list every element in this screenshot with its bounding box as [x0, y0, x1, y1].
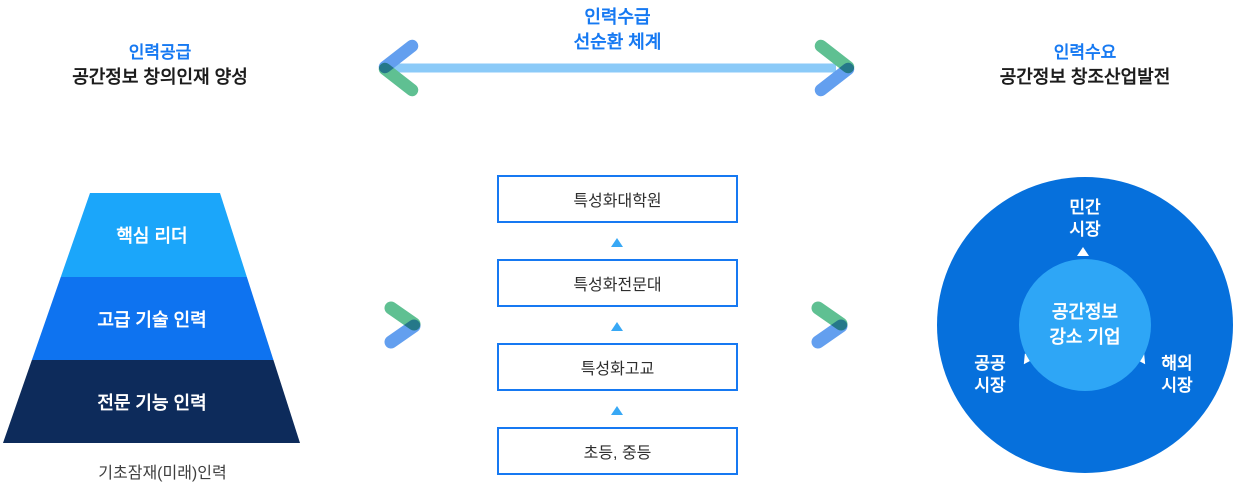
education-box-college-label: 특성화전문대 — [573, 277, 662, 294]
market-label-overseas: 해외 시장 — [1161, 354, 1193, 395]
flow-chevron-left-icon — [384, 301, 421, 349]
pyramid-level-bottom-label: 전문 기능 인력 — [97, 392, 207, 413]
double-headed-arrow-icon — [378, 39, 855, 97]
outward-arrow-icon — [1077, 247, 1089, 256]
education-box-graduate: 특성화대학원 — [497, 175, 738, 223]
pyramid-level-top: 핵심 리더 — [3, 193, 300, 277]
supply-pyramid: 핵심 리더 고급 기술 인력 전문 기능 인력 — [3, 193, 300, 443]
core-company-label: 공간정보 강소 기업 — [1049, 302, 1121, 347]
education-box-highschool: 특성화고교 — [497, 343, 738, 391]
diagram-title-line2: 선순환 체계 — [573, 32, 662, 52]
supply-subheading: 공간정보 창의인재 양성 — [72, 67, 248, 87]
supply-heading: 인력공급 — [128, 43, 192, 62]
education-box-college: 특성화전문대 — [497, 259, 738, 307]
education-box-elementary-label: 초등, 중등 — [583, 445, 652, 462]
up-arrow-icon — [611, 322, 623, 331]
demand-heading: 인력수요 — [1053, 43, 1117, 62]
education-box-graduate-label: 특성화대학원 — [573, 193, 662, 210]
market-circle: 민간 시장 공공 시장 해외 시장 공간정보 강소 기업 — [937, 177, 1233, 473]
supply-header: 인력공급 공간정보 창의인재 양성 — [10, 42, 310, 88]
arrow-left-head-icon — [378, 39, 419, 97]
demand-subheading: 공간정보 창조산업발전 — [999, 67, 1171, 87]
education-box-elementary: 초등, 중등 — [497, 427, 738, 475]
pyramid-caption: 기초잠재(미래)인력 — [98, 465, 227, 482]
market-label-private: 민간 시장 — [1069, 198, 1101, 239]
diagram-title: 인력수급 선순환 체계 — [497, 5, 738, 55]
diagram-title-line1: 인력수급 — [584, 7, 651, 27]
arrow-right-head-icon — [814, 39, 855, 97]
pyramid-level-middle-label: 고급 기술 인력 — [97, 309, 207, 330]
up-arrow-icon — [611, 238, 623, 247]
core-company-circle: 공간정보 강소 기업 — [1019, 259, 1151, 391]
flow-chevron-right-icon — [811, 301, 848, 349]
demand-header: 인력수요 공간정보 창조산업발전 — [935, 42, 1235, 88]
pyramid-level-middle: 고급 기술 인력 — [3, 277, 300, 360]
pyramid-level-top-label: 핵심 리더 — [116, 226, 188, 246]
education-box-highschool-label: 특성화고교 — [580, 361, 655, 378]
pyramid-level-bottom: 전문 기능 인력 — [3, 360, 300, 443]
market-label-public: 공공 시장 — [974, 354, 1006, 395]
up-arrow-icon — [611, 406, 623, 415]
